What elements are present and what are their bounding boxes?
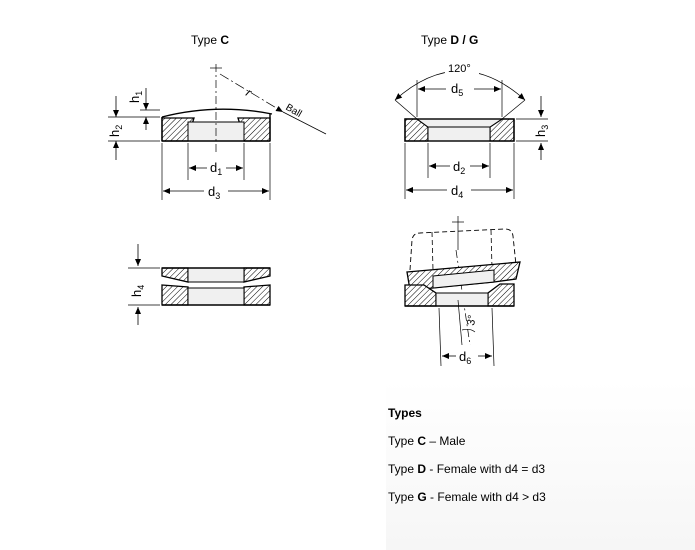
type-dg-angle-label: 120° bbox=[448, 63, 471, 75]
types-heading: Types bbox=[388, 406, 422, 420]
type-c-description: Type C – Male bbox=[388, 434, 466, 448]
type-dg-d6-label: d6 bbox=[459, 349, 471, 366]
type-c-section: r Ball h1 h2 d1 d3 bbox=[107, 64, 327, 201]
type-dg-d5-label: d5 bbox=[451, 81, 463, 98]
type-c-d3-label: d3 bbox=[208, 184, 220, 201]
type-d-description: Type D - Female with d4 = d3 bbox=[388, 462, 546, 476]
type-c-ball-label: Ball bbox=[284, 102, 304, 120]
type-c-sphere-surface bbox=[161, 108, 273, 118]
type-c-radius-line bbox=[219, 73, 284, 113]
type-dg-d4-label: d4 bbox=[451, 183, 463, 200]
types-legend: Types Type C – Male Type D - Female with… bbox=[386, 380, 695, 550]
type-c-h2-label: h2 bbox=[107, 125, 124, 137]
type-c-assembly: h4 bbox=[128, 244, 271, 325]
type-dg-title: Type D / G bbox=[421, 33, 479, 47]
type-c-h1-label: h1 bbox=[127, 91, 144, 103]
type-c-title: Type C bbox=[191, 33, 230, 47]
type-dg-section: 120° d5 h3 d2 d4 bbox=[394, 60, 550, 200]
technical-drawing: r Ball h1 h2 d1 d3 bbox=[107, 60, 550, 367]
type-c-d1-label: d1 bbox=[210, 160, 222, 177]
type-c-h4-label: h4 bbox=[129, 285, 146, 297]
type-dg-tilt-label: 3° bbox=[465, 314, 479, 326]
type-g-description: Type G - Female with d4 > d3 bbox=[388, 490, 546, 504]
type-dg-assembly: 3° d6 bbox=[404, 216, 521, 367]
type-c-r-label: r bbox=[244, 85, 255, 100]
type-dg-d2-label: d2 bbox=[453, 159, 465, 176]
type-dg-h3-label: h3 bbox=[533, 125, 550, 137]
type-dg-phantom-part bbox=[409, 228, 517, 271]
